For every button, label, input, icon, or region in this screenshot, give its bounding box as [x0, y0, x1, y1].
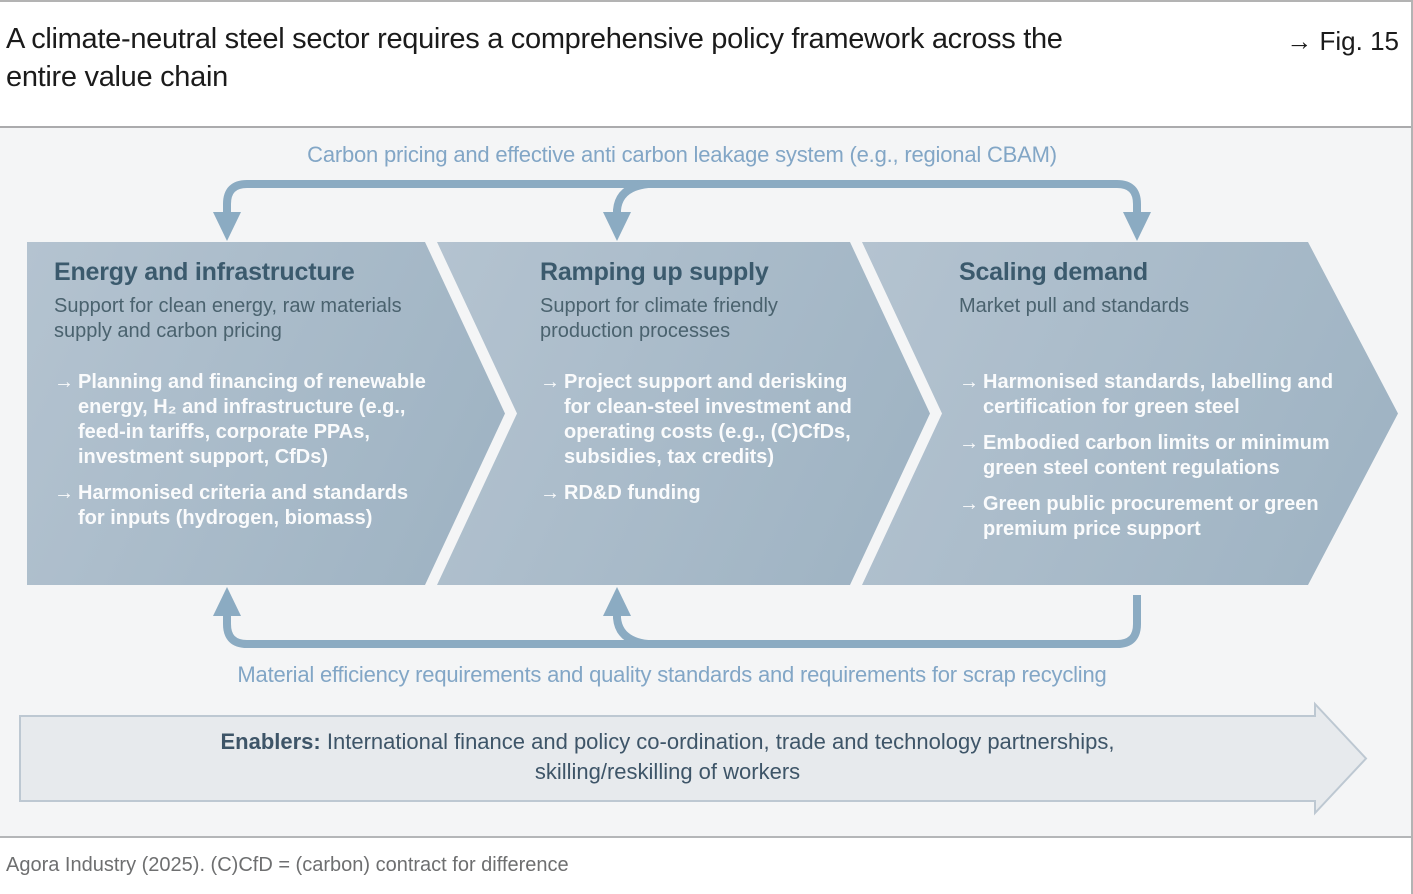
- arrow-right-icon: →: [540, 371, 560, 393]
- stage-scaling-demand: Scaling demand Market pull and standards…: [862, 242, 1398, 585]
- policy-framework-diagram: Carbon pricing and effective anti carbon…: [0, 126, 1411, 838]
- arrow-right-icon: →: [54, 482, 74, 504]
- bullet-text: Green public procurement or green premiu…: [983, 493, 1319, 540]
- stage-subtitle: Support for clean energy, raw materials …: [54, 295, 402, 342]
- enablers-text-wrap: Enablers: International finance and poli…: [145, 727, 1190, 787]
- bullet-text: Planning and financing of renewable ener…: [78, 371, 426, 468]
- arrow-right-icon: →: [959, 493, 979, 515]
- bullet-text: Harmonised criteria and standards for in…: [78, 482, 409, 529]
- stage-bullet-list: → Harmonised standards, labelling and ce…: [959, 370, 1345, 553]
- arrow-right-icon: →: [54, 371, 74, 393]
- top-flow-label: Carbon pricing and effective anti carbon…: [307, 142, 1057, 167]
- stage-subtitle: Market pull and standards: [959, 295, 1190, 317]
- figure-header: A climate-neutral steel sector requires …: [0, 2, 1411, 126]
- list-item: → Green public procurement or green prem…: [959, 492, 1345, 542]
- stage-title: Scaling demand: [959, 258, 1148, 286]
- bottom-flow-bracket: [223, 595, 1141, 648]
- page-title: A climate-neutral steel sector requires …: [6, 23, 1063, 93]
- enablers-banner-text: Enablers: International finance and poli…: [20, 727, 1315, 787]
- arrow-right-icon: →: [959, 432, 979, 454]
- bullet-text: RD&D funding: [564, 482, 701, 504]
- list-item: → Project support and derisking for clea…: [540, 370, 866, 470]
- bottom-flow-middle-branch: [613, 615, 649, 648]
- bullet-text: Harmonised standards, labelling and cert…: [983, 371, 1334, 418]
- up-arrowhead-left-icon: [213, 587, 241, 616]
- stage-ramping-up-supply: Ramping up supply Support for climate fr…: [437, 242, 930, 585]
- enablers-label: Enablers:: [220, 729, 321, 754]
- stage-title: Ramping up supply: [540, 258, 769, 286]
- stage-content: Ramping up supply Support for climate fr…: [540, 258, 840, 344]
- list-item: → Harmonised criteria and standards for …: [54, 481, 436, 531]
- stage-bullet-list: → Project support and derisking for clea…: [540, 370, 866, 517]
- stage-subtitle: Support for climate friendly production …: [540, 295, 778, 342]
- top-flow-middle-branch: [613, 180, 649, 216]
- stage-content: Scaling demand Market pull and standards: [959, 258, 1189, 319]
- source-note: Agora Industry (2025). (C)CfD = (carbon)…: [6, 854, 569, 876]
- list-item: → RD&D funding: [540, 481, 866, 506]
- bottom-flow-label: Material efficiency requirements and qua…: [237, 662, 1107, 687]
- down-arrowhead-right-icon: [1123, 212, 1151, 241]
- bullet-text: Project support and derisking for clean-…: [564, 371, 852, 468]
- list-item: → Planning and financing of renewable en…: [54, 370, 436, 470]
- enablers-banner-arrow: [19, 701, 1368, 816]
- list-item: → Embodied carbon limits or minimum gree…: [959, 431, 1345, 481]
- enablers-description: International finance and policy co-ordi…: [326, 729, 1115, 784]
- top-flow-bracket: [223, 180, 1141, 216]
- list-item: → Harmonised standards, labelling and ce…: [959, 370, 1345, 420]
- stage-energy-and-infrastructure: Energy and infrastructure Support for cl…: [27, 242, 505, 585]
- down-arrowhead-left-icon: [213, 212, 241, 241]
- flow-arrows-layer: [19, 180, 1368, 816]
- up-arrowhead-middle-icon: [603, 587, 631, 616]
- down-arrowhead-middle-icon: [603, 212, 631, 241]
- arrow-right-icon: →: [959, 371, 979, 393]
- arrow-right-icon: →: [540, 482, 560, 504]
- bullet-text: Embodied carbon limits or minimum green …: [983, 432, 1330, 479]
- stage-title: Energy and infrastructure: [54, 258, 355, 286]
- figure-number-label: → Fig. 15: [1286, 26, 1399, 56]
- stage-bullet-list: → Planning and financing of renewable en…: [54, 370, 436, 542]
- stage-content: Energy and infrastructure Support for cl…: [54, 258, 402, 344]
